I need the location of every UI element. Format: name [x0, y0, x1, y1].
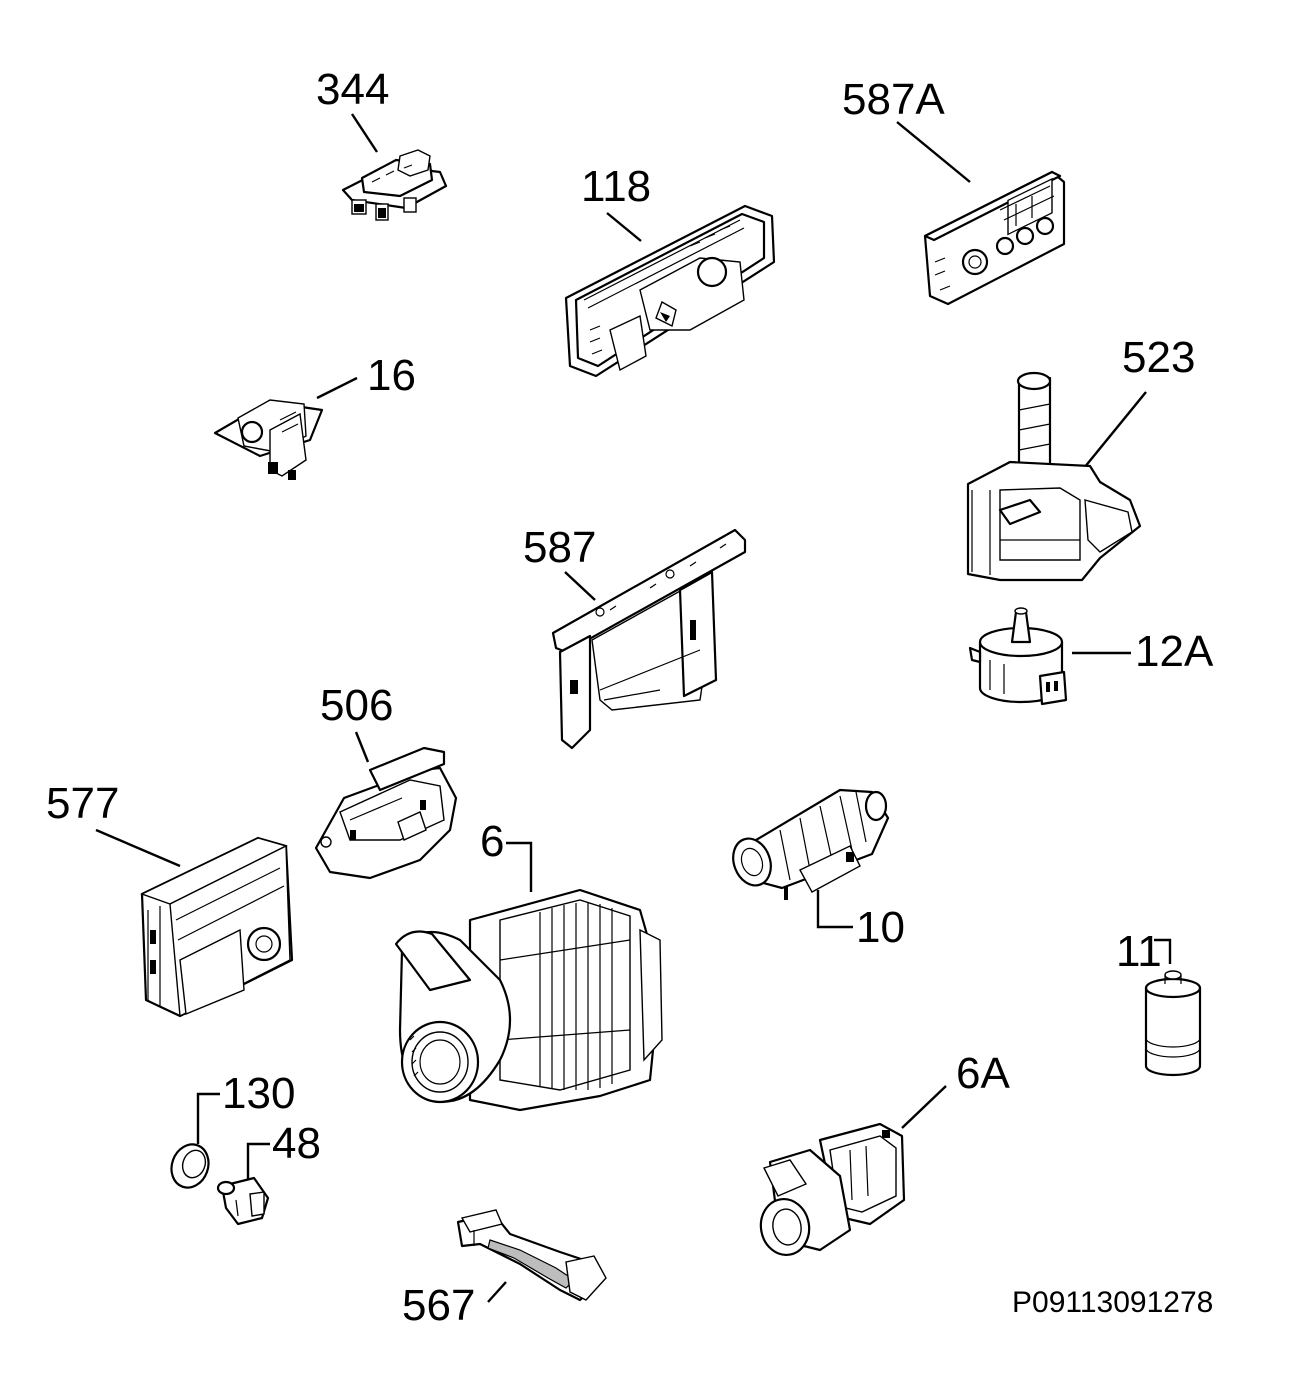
leader-567	[487, 1281, 507, 1303]
label-577: 577	[46, 779, 119, 828]
part-16-drawing	[213, 399, 324, 480]
part-587: 587	[523, 523, 747, 750]
leader-6	[506, 841, 533, 892]
part-12a-drawing	[968, 607, 1068, 706]
part-506-drawing	[314, 746, 458, 880]
part-10: 10	[732, 788, 905, 952]
label-587: 587	[523, 523, 596, 572]
part-48-drawing	[216, 1176, 270, 1226]
part-6: 6	[394, 817, 663, 1112]
label-587a: 587A	[842, 75, 945, 124]
leader-577	[95, 828, 181, 868]
part-16: 16	[213, 351, 416, 480]
leader-130	[196, 1092, 220, 1144]
part-11-drawing	[1144, 970, 1202, 1077]
leader-48	[246, 1142, 270, 1180]
label-11: 11	[1116, 927, 1162, 976]
part-344-drawing	[341, 149, 448, 221]
part-6a-drawing	[759, 1122, 906, 1256]
leader-587	[564, 571, 596, 601]
label-12a: 12A	[1135, 627, 1214, 676]
part-118: 118	[564, 162, 776, 378]
part-130-drawing	[170, 1143, 210, 1189]
label-48: 48	[272, 1119, 321, 1168]
leader-11	[1154, 938, 1172, 964]
label-506: 506	[320, 681, 393, 730]
leader-523	[1083, 391, 1147, 469]
label-567: 567	[402, 1281, 475, 1330]
part-587a-drawing	[923, 170, 1066, 306]
leader-587a	[896, 121, 971, 183]
part-12a: 12A	[968, 607, 1214, 706]
part-577: 577	[46, 779, 294, 1018]
leader-506	[354, 731, 370, 763]
part-587a: 587A	[842, 75, 1066, 306]
part-118-drawing	[564, 204, 776, 378]
label-523: 523	[1122, 333, 1195, 382]
label-118: 118	[581, 162, 651, 211]
label-344: 344	[316, 65, 389, 114]
part-577-drawing	[140, 836, 294, 1018]
label-16: 16	[367, 351, 416, 400]
part-567-drawing	[456, 1209, 607, 1302]
label-6: 6	[480, 817, 504, 866]
leader-344	[350, 113, 379, 153]
leader-10	[816, 890, 853, 929]
part-130: 130	[170, 1069, 295, 1189]
part-11: 11	[1116, 927, 1202, 1077]
label-10: 10	[856, 903, 905, 952]
part-6-drawing	[394, 888, 663, 1112]
leader-118	[606, 212, 642, 242]
part-48: 48	[216, 1119, 321, 1226]
label-6a: 6A	[956, 1049, 1010, 1098]
part-10-drawing	[732, 788, 890, 900]
part-587-drawing	[551, 528, 747, 750]
part-344: 344	[316, 65, 448, 221]
part-567: 567	[402, 1209, 607, 1330]
diagram-code: P09113091278	[1012, 1286, 1213, 1319]
part-6a: 6A	[759, 1049, 1010, 1256]
label-130: 130	[222, 1069, 295, 1118]
part-523: 523	[966, 333, 1195, 582]
part-506: 506	[314, 681, 458, 880]
part-523-drawing	[966, 371, 1142, 582]
leader-16	[316, 376, 358, 400]
leader-6a	[901, 1085, 947, 1129]
